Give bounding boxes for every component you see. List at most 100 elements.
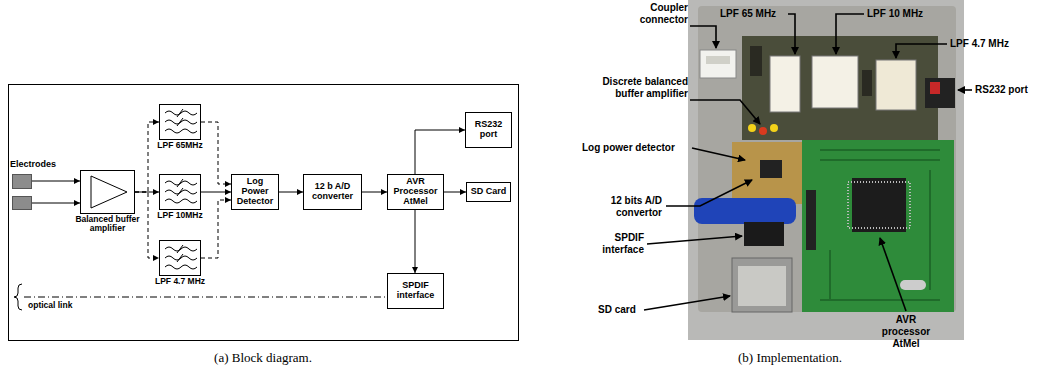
detector-chip <box>760 160 782 178</box>
optical-link-line <box>24 297 388 298</box>
block-label: LPF 10MHz <box>157 211 202 220</box>
filter-symbol <box>160 105 200 139</box>
filter-symbol <box>160 241 200 275</box>
box-label: AVR Processor AtMel <box>390 177 441 207</box>
sd-socket <box>732 258 792 312</box>
led <box>759 127 767 135</box>
led <box>770 124 778 132</box>
block-label: Balanced buffer amplifier <box>75 215 141 234</box>
sd-socket <box>738 266 786 306</box>
leader-line <box>958 89 972 91</box>
connector-line <box>135 192 159 258</box>
part-label: LPF 4.7 MHz <box>950 38 1009 50</box>
part-label: Coupler connector <box>632 2 688 26</box>
connector <box>362 189 387 195</box>
block-label: LPF 4.7 MHz <box>155 277 205 286</box>
filter-slash <box>177 118 183 126</box>
electrodes: Electrodes <box>12 174 32 210</box>
connector <box>201 197 231 258</box>
filter-slash <box>177 188 183 196</box>
part-label: LPF 10 MHz <box>867 8 923 20</box>
leader-line <box>836 14 864 54</box>
amplifier-block: Balanced buffer amplifier <box>80 170 135 214</box>
electrode-pad <box>13 197 32 210</box>
connector-line <box>32 181 80 182</box>
rs232-connector <box>925 78 955 108</box>
leader-line <box>692 148 745 160</box>
connector-pins <box>706 56 730 64</box>
filter-board <box>742 36 938 140</box>
part-label: 12 bits A/D convertor <box>596 195 662 219</box>
caption: (b) Implementation. <box>690 350 890 366</box>
filter-wave <box>165 129 197 133</box>
filter-block: LPF 65MHz <box>159 104 201 140</box>
process-box: SPDIF interface <box>387 273 444 309</box>
connector <box>32 178 80 184</box>
led <box>748 124 756 132</box>
process-box: SD Card <box>466 182 511 202</box>
leader-line <box>647 236 742 244</box>
crystal <box>900 280 926 290</box>
pcb-traces <box>820 150 940 300</box>
process-box: AVR Processor AtMel <box>387 174 444 210</box>
filter-module <box>876 60 916 110</box>
leader-lines <box>644 14 972 311</box>
process-box: 12 b A/D converter <box>303 174 362 210</box>
filter-symbol <box>160 175 200 209</box>
box-label: RS232 port <box>468 120 509 140</box>
part-label: LPF 65 MHz <box>720 8 776 20</box>
bracket <box>14 284 22 310</box>
box-label: SPDIF interface <box>390 281 441 301</box>
amplifier-triangle <box>91 176 127 208</box>
box-label: Log Power Detector <box>234 177 276 207</box>
connector <box>135 192 159 261</box>
connector <box>135 119 159 192</box>
component <box>750 46 762 76</box>
leader-line <box>896 44 947 58</box>
processor-board <box>802 140 954 312</box>
rs232-connector <box>930 82 940 94</box>
connector-line <box>201 200 231 258</box>
part-label: RS232 port <box>975 84 1028 96</box>
part-label: Discrete balanced buffer amplifier <box>592 76 688 100</box>
box-label: 12 b A/D converter <box>306 182 359 202</box>
housing-cavity <box>698 6 956 312</box>
chip-pins <box>848 182 910 228</box>
header-pins <box>806 190 816 250</box>
process-box: RS232 port <box>465 112 512 148</box>
processor-chip <box>852 178 906 232</box>
filter-block: LPF 4.7 MHz <box>159 240 201 276</box>
leader-line <box>788 14 795 54</box>
detector-board <box>732 142 802 204</box>
part-label: AVR processor AtMel <box>878 314 934 350</box>
connector <box>32 200 80 206</box>
filter-wave <box>165 199 197 203</box>
leader-line <box>880 238 906 311</box>
filter-wave <box>165 265 197 269</box>
connector-line <box>415 210 416 273</box>
leader-line <box>690 26 716 48</box>
filter-module <box>770 56 800 112</box>
caption: (a) Block diagram. <box>163 350 363 366</box>
connector <box>444 189 466 195</box>
leader-line <box>690 100 760 124</box>
part-label: Log power detector <box>582 142 675 154</box>
block-label: LPF 65MHz <box>157 141 202 150</box>
filter-slash <box>177 245 183 253</box>
connector <box>415 127 465 174</box>
connector-line <box>201 122 231 184</box>
part-label: SD card <box>598 304 636 316</box>
filter-slash <box>177 254 183 262</box>
housing <box>688 0 964 340</box>
panel-frame <box>9 85 519 341</box>
box-label: SD Card <box>471 187 507 197</box>
electrode-pad <box>13 175 32 189</box>
filter-slash <box>177 179 183 187</box>
electrode-pads <box>12 174 32 210</box>
spdif-connector <box>744 222 784 246</box>
leader-line <box>644 296 730 310</box>
connector-line <box>135 122 159 192</box>
connector <box>201 122 231 187</box>
link-label: optical link <box>28 300 72 310</box>
